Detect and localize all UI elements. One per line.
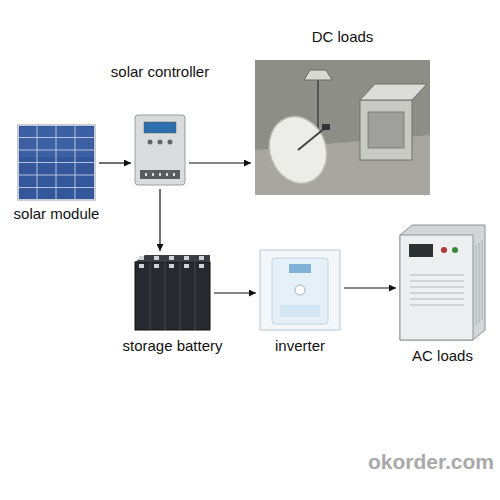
component-node: DC loads (255, 60, 430, 195)
cabinet-vents (476, 240, 482, 325)
flow-arrow (214, 292, 256, 293)
controller-button (168, 140, 173, 145)
satellite-dish (260, 108, 336, 191)
metal-box-lid (360, 84, 427, 100)
flow-arrow (159, 189, 160, 251)
flow-arrow (99, 162, 131, 163)
ac-loads-picture (400, 225, 485, 340)
component-label: AC loads (412, 347, 473, 365)
component-label: solar module (14, 205, 100, 223)
flow-arrow (344, 287, 396, 288)
cabinet-screen (409, 244, 433, 257)
controller-case (135, 115, 185, 185)
inverter-panel (280, 305, 320, 317)
controller-button (158, 140, 163, 145)
metal-box-door (368, 112, 404, 148)
inverter-front (272, 258, 328, 324)
battery-bank (135, 262, 210, 330)
battery-terminals (139, 258, 204, 266)
inverter-picture (260, 250, 340, 330)
component-label: inverter (275, 337, 325, 355)
solar-panel-picture (18, 125, 95, 200)
component-label: storage battery (122, 337, 222, 355)
component-label: DC loads (312, 28, 374, 46)
flow-arrow (189, 162, 251, 163)
lamp-head (304, 70, 332, 80)
panel-face (18, 125, 95, 200)
component-node: solar controller (135, 115, 185, 185)
dc-loads-picture (255, 60, 430, 195)
panel-grid (18, 125, 95, 200)
metal-box (360, 100, 412, 160)
inverter-case (260, 250, 340, 330)
controller-button (148, 140, 153, 145)
component-node: storage battery (135, 255, 210, 330)
cabinet-side (400, 225, 485, 340)
controller-display (144, 122, 176, 133)
component-node: inverter (260, 250, 340, 330)
inverter-display (289, 264, 311, 273)
cabinet-grille (410, 275, 464, 305)
component-label: solar controller (111, 63, 209, 81)
dish-arm (298, 128, 325, 150)
component-node: solar module (18, 125, 95, 200)
inverter-knob (295, 285, 305, 295)
controller-terminals (140, 170, 180, 179)
cabinet-lamp (441, 247, 447, 253)
cell-seams (150, 262, 195, 330)
controller-picture (135, 115, 185, 185)
component-node: AC loads (400, 225, 485, 340)
cabinet-front (400, 235, 473, 340)
terminal-screws (145, 173, 175, 176)
cabinet-lamp (452, 247, 458, 253)
watermark: okorder.com (368, 450, 494, 474)
battery-picture (135, 255, 210, 330)
dish-lnb (322, 124, 330, 130)
photo-ground (255, 60, 430, 195)
